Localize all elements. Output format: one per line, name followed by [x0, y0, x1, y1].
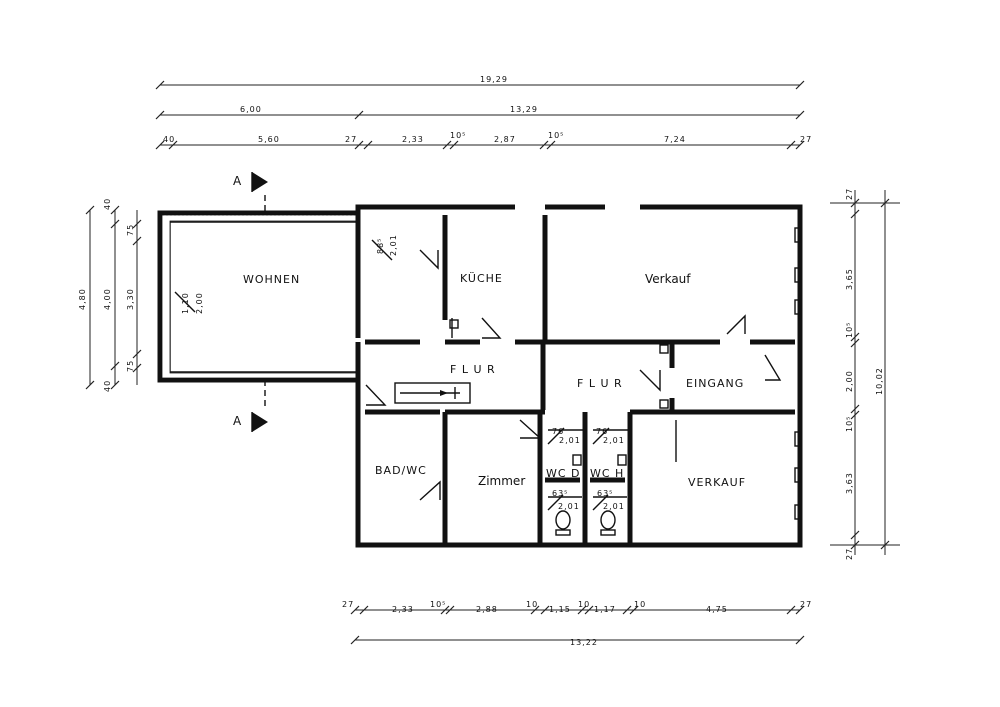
svg-text:2,88: 2,88: [476, 605, 498, 614]
dim-right: 13,29: [510, 105, 538, 114]
dimensions-right: 27 3,65 10⁵ 2,00 10⁵ 3,63 27 10,02: [830, 188, 900, 560]
svg-text:2,01: 2,01: [603, 436, 625, 445]
svg-text:10⁵: 10⁵: [845, 322, 854, 338]
dim-seg6: 2,87: [494, 135, 516, 144]
svg-text:2,01: 2,01: [559, 436, 581, 445]
svg-text:2,33: 2,33: [392, 605, 414, 614]
dim-seg8: 7,24: [664, 135, 686, 144]
svg-text:40: 40: [103, 380, 112, 392]
dim-left-inner: 4,00: [103, 288, 112, 310]
svg-text:63⁵: 63⁵: [552, 489, 568, 498]
svg-text:A: A: [233, 414, 242, 428]
room-wohnen: WOHNEN: [243, 273, 300, 286]
dim-right-total: 10,02: [875, 367, 884, 395]
section-marker-top: A: [233, 172, 268, 218]
svg-text:1,17: 1,17: [594, 605, 616, 614]
room-verkauf-top: Verkauf: [645, 272, 691, 286]
dim-seg9: 27: [800, 135, 812, 144]
svg-text:76: 76: [596, 427, 608, 436]
dim-right-363: 3,63: [845, 472, 854, 494]
svg-text:2,01: 2,01: [603, 502, 625, 511]
svg-text:10: 10: [578, 600, 590, 609]
room-kueche: KÜCHE: [460, 272, 503, 285]
svg-text:63⁵: 63⁵: [597, 489, 613, 498]
stair: [394, 382, 471, 404]
svg-text:75: 75: [126, 360, 135, 372]
dim-seg3: 27: [345, 135, 357, 144]
dim-left-outer: 4,80: [78, 288, 87, 310]
toilets: [555, 454, 627, 536]
dim-seg5: 10⁵: [450, 131, 466, 140]
svg-text:76: 76: [552, 427, 564, 436]
dim-right-365: 3,65: [845, 268, 854, 290]
dim-total: 19,29: [480, 75, 508, 84]
svg-text:27: 27: [845, 188, 854, 200]
room-eingang: EINGANG: [686, 377, 744, 390]
dim-seg4: 2,33: [402, 135, 424, 144]
svg-text:88⁵: 88⁵: [376, 238, 385, 254]
opening-annotations: 1,10 2,00 88⁵ 2,01 76 2,01 76 2,01 63⁵ 2…: [174, 234, 628, 511]
windows: [794, 227, 801, 520]
svg-text:10: 10: [526, 600, 538, 609]
dimensions-left: 4,80 4,00 3,30 40 75 75 40: [78, 198, 142, 392]
svg-text:40: 40: [103, 198, 112, 210]
dim-seg2: 5,60: [258, 135, 280, 144]
svg-text:27: 27: [342, 600, 354, 609]
dim-left-mid: 3,30: [126, 288, 135, 310]
dimensions-top: 19,29 6,00 13,29 40 5,60 27 2,33 10⁵ 2,8…: [155, 75, 812, 150]
svg-text:10: 10: [634, 600, 646, 609]
svg-text:1,10: 1,10: [181, 292, 190, 314]
svg-text:4,75: 4,75: [706, 605, 728, 614]
section-marker-bottom: A: [233, 380, 268, 432]
room-verkauf-bottom: VERKAUF: [688, 476, 746, 489]
dim-left: 6,00: [240, 105, 262, 114]
dimensions-bottom: 27 2,33 10⁵ 2,88 10 1,15 10 1,17 10 4,75…: [342, 600, 812, 647]
svg-text:A: A: [233, 174, 242, 188]
room-labels: WOHNEN KÜCHE Verkauf F L U R F L U R EIN…: [243, 272, 746, 489]
dim-bottom-total: 13,22: [570, 638, 598, 647]
room-wc-h: WC H: [590, 467, 624, 480]
room-flur-left: F L U R: [450, 363, 496, 376]
room-wc-d: WC D: [546, 467, 581, 480]
room-flur-right: F L U R: [577, 377, 623, 390]
dim-seg7: 10⁵: [548, 131, 564, 140]
walls: [157, 204, 803, 548]
svg-text:2,00: 2,00: [195, 292, 204, 314]
svg-text:27: 27: [845, 548, 854, 560]
svg-text:27: 27: [800, 600, 812, 609]
svg-text:10⁵: 10⁵: [845, 416, 854, 432]
svg-text:2,01: 2,01: [389, 234, 398, 256]
room-zimmer: Zimmer: [478, 474, 525, 488]
dim-seg1: 40: [163, 135, 175, 144]
room-bad-wc: BAD/WC: [375, 464, 427, 477]
dim-right-200: 2,00: [845, 370, 854, 392]
doors: [365, 249, 782, 501]
svg-text:75: 75: [126, 224, 135, 236]
svg-text:1,15: 1,15: [549, 605, 571, 614]
svg-text:2,01: 2,01: [558, 502, 580, 511]
svg-text:10⁵: 10⁵: [430, 600, 446, 609]
